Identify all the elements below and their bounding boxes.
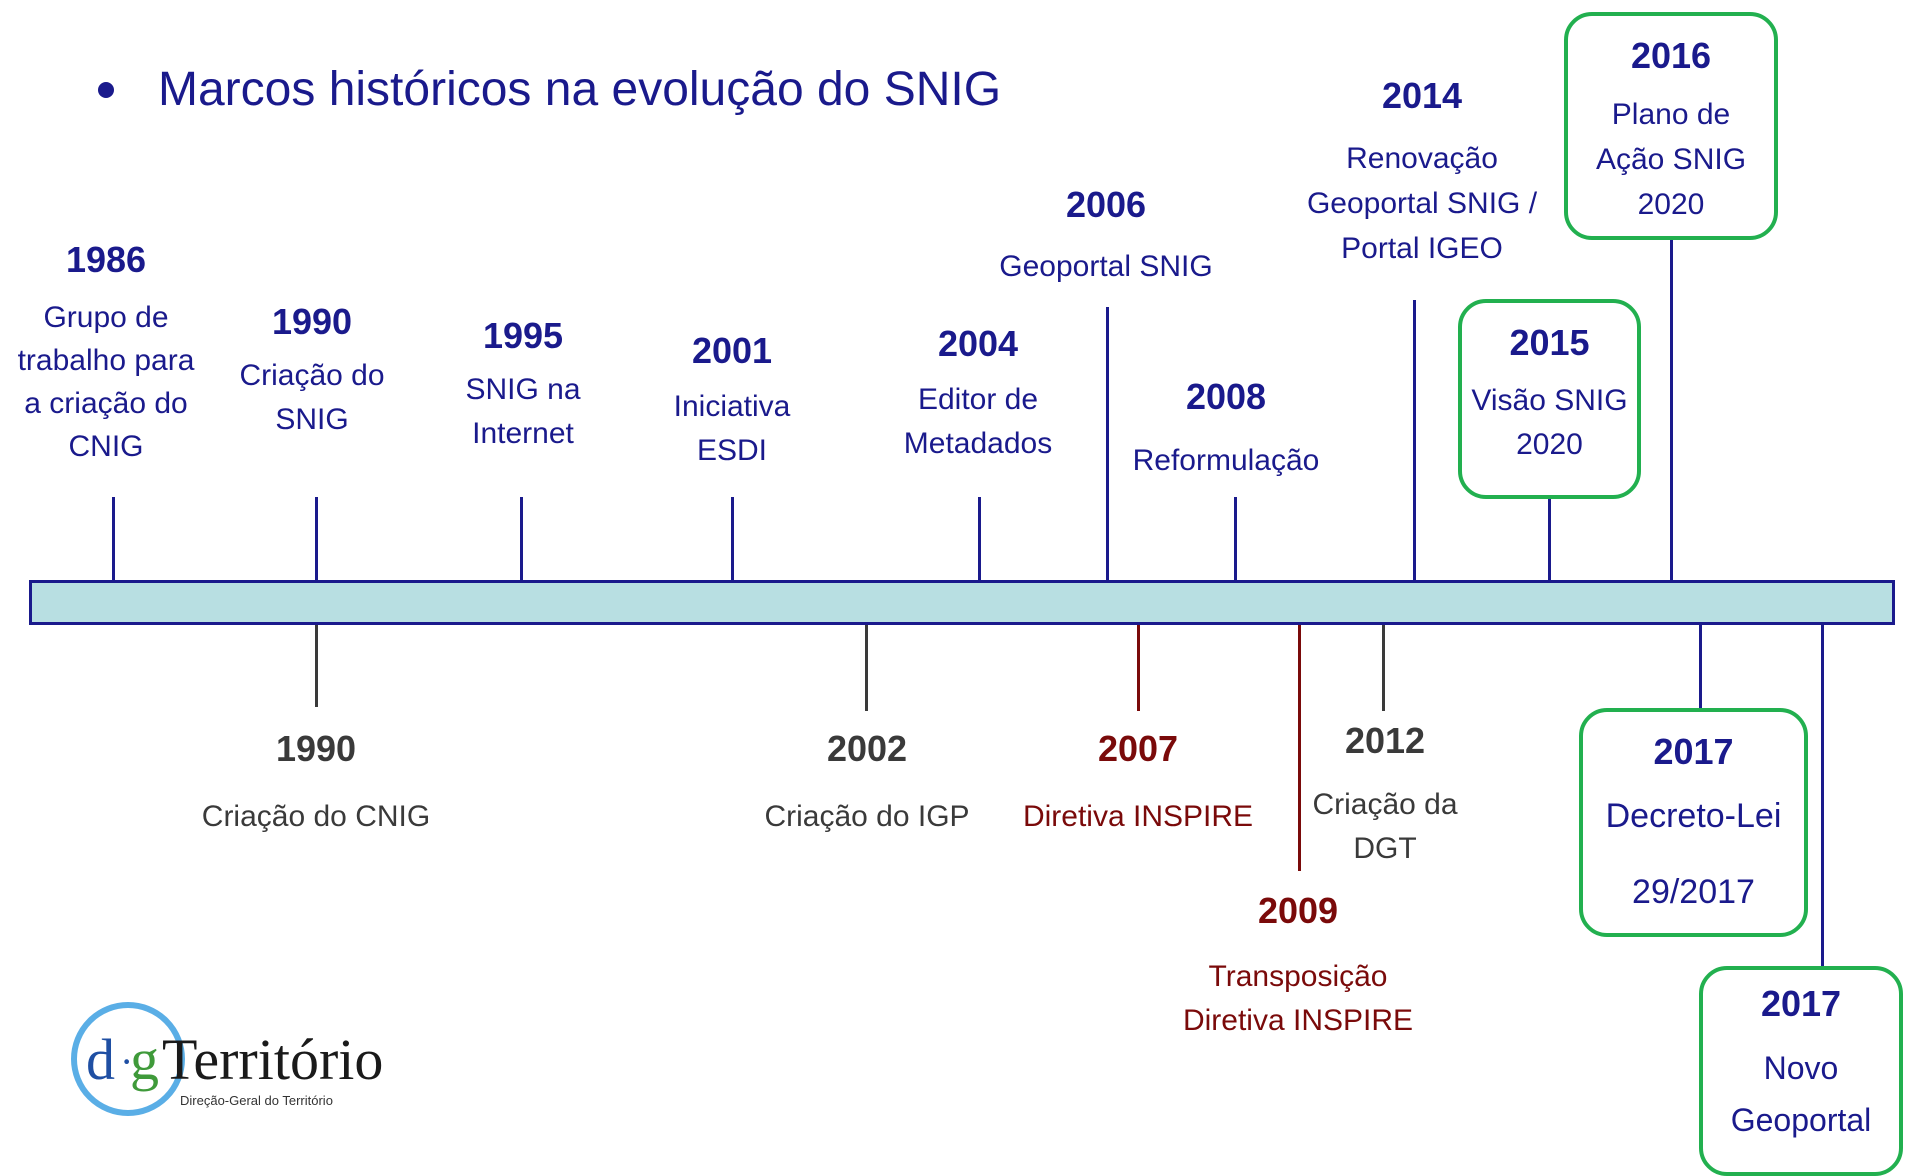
svg-text:d: d — [86, 1027, 115, 1092]
connector-2014 — [1413, 300, 1416, 580]
svg-text:g: g — [130, 1027, 159, 1092]
event-year: 2012 — [1344, 720, 1426, 761]
event-year: 2001 — [691, 330, 773, 371]
event-year: 2006 — [1065, 184, 1147, 225]
logo-graphic: d · g Território Direção-Geral do Territ… — [71, 1002, 383, 1116]
event-text: Criação do IGP — [764, 800, 970, 833]
event-1990-cnig: 1990 Criação do CNIG — [186, 727, 446, 839]
event-year: 2016 — [1630, 35, 1712, 76]
event-2008: 2008 Reformulação — [1106, 375, 1346, 483]
dgterritorio-logo: d · g Território Direção-Geral do Territ… — [70, 995, 430, 1125]
connector-2012 — [1382, 625, 1385, 711]
connector-1986 — [112, 497, 115, 580]
event-2007: 2007 Diretiva INSPIRE — [1008, 727, 1268, 839]
slide-title: Marcos históricos na evolução do SNIG — [98, 62, 1001, 117]
connector-1990-snig — [315, 497, 318, 580]
connector-2017-decreto — [1699, 625, 1702, 708]
connector-2009 — [1298, 625, 1301, 871]
connector-2017-geoportal — [1821, 625, 1824, 966]
connector-2007 — [1137, 625, 1140, 711]
event-year: 2008 — [1185, 376, 1267, 417]
svg-text:·: · — [120, 1039, 133, 1084]
event-text: Diretiva INSPIRE — [1022, 800, 1254, 833]
event-year: 1990 — [271, 301, 353, 342]
event-year: 2004 — [937, 323, 1019, 364]
event-year: 2015 — [1509, 322, 1590, 363]
event-year: 2014 — [1381, 75, 1463, 116]
event-year: 1990 — [275, 728, 357, 769]
svg-text:Direção-Geral do Território: Direção-Geral do Território — [180, 1093, 333, 1108]
event-2002: 2002 Criação do IGP — [737, 727, 997, 839]
svg-text:Território: Território — [162, 1027, 383, 1092]
event-text: Reformulação — [1132, 444, 1320, 477]
event-year: 2009 — [1257, 890, 1339, 931]
connector-2001 — [731, 497, 734, 580]
event-text: Geoportal SNIG — [999, 250, 1213, 283]
timeline-bar — [29, 580, 1895, 625]
connector-2004 — [978, 497, 981, 580]
slide-title-text: Marcos históricos na evolução do SNIG — [158, 63, 1002, 116]
event-year: 2002 — [826, 728, 908, 769]
connector-1990-cnig — [315, 625, 318, 707]
connector-2006 — [1106, 307, 1109, 580]
connector-2015 — [1548, 497, 1551, 580]
event-year: 2007 — [1097, 728, 1179, 769]
event-2006: 2006 Geoportal SNIG — [986, 183, 1226, 289]
bullet-icon — [98, 81, 114, 98]
event-year: 2017 — [1653, 731, 1734, 772]
event-year: 1986 — [65, 239, 147, 280]
connector-2008 — [1234, 497, 1237, 580]
event-year: 2017 — [1760, 983, 1842, 1024]
event-year: 1995 — [482, 315, 564, 356]
connector-2016 — [1670, 240, 1673, 580]
connector-2002 — [865, 625, 868, 711]
connector-1995 — [520, 497, 523, 580]
event-text: Criação do CNIG — [201, 800, 431, 833]
